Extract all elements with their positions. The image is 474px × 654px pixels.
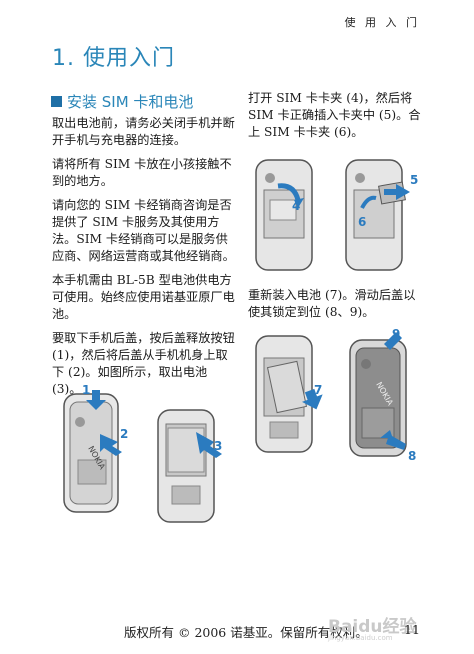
section-bullet-icon (51, 96, 62, 107)
figure-reinsert-battery: 7 (248, 332, 328, 456)
step-label-5: 5 (410, 173, 418, 187)
paragraph-remove-cover: 要取下手机后盖，按后盖释放按钮 (1)，然后将后盖从手机机身上取下 (2)。如图… (52, 331, 235, 396)
paragraph-power-off: 取出电池前，请务必关闭手机并断开手机与充电器的连接。 (52, 116, 235, 147)
step-label-3: 3 (214, 439, 222, 453)
figure-remove-back-cover: NOKIA 1 2 (56, 382, 136, 518)
figure-insert-sim: 5 6 (340, 156, 424, 274)
paragraph-battery-type: 本手机需由 BL-5B 型电池供电方可使用。始终应使用诺基亚原厂电池。 (52, 273, 235, 321)
step-label-6: 6 (358, 215, 366, 229)
step-label-8: 8 (408, 449, 416, 463)
page-number: 11 (404, 622, 420, 637)
running-header: 使 用 入 门 (344, 16, 420, 29)
figure-open-sim-holder: 4 (248, 156, 328, 274)
copyright-footer: 版权所有 © 2006 诺基亚。保留所有权利。 (124, 625, 368, 640)
section-title: 安装 SIM 卡和电池 (67, 93, 194, 111)
left-column: 取出电池前，请务必关闭手机并断开手机与充电器的连接。 请将所有 SIM 卡放在小… (52, 115, 238, 405)
step-label-4: 4 (292, 199, 300, 213)
paragraph-sim-holder: 打开 SIM 卡卡夹 (4)，然后将 SIM 卡正确插入卡夹中 (5)。合上 S… (248, 90, 423, 148)
sim-holder-text: 打开 SIM 卡卡夹 (4)，然后将 SIM 卡正确插入卡夹中 (5)。合上 S… (248, 91, 421, 139)
step-label-1: 1 (82, 383, 90, 397)
watermark: Baidu经验 jingyan.baidu.com (328, 612, 417, 642)
figure-slide-cover: NOKIA 9 8 (344, 326, 428, 466)
chapter-title: 1. 使用入门 (52, 46, 175, 71)
watermark-url: jingyan.baidu.com (328, 634, 393, 642)
step-label-9: 9 (392, 327, 400, 341)
paragraph-sim-dealer: 请向您的 SIM 卡经销商咨询是否提供了 SIM 卡服务及其使用方法。SIM 卡… (52, 198, 235, 263)
figure-remove-battery: 3 (152, 406, 232, 526)
watermark-text: Baidu经验 (328, 617, 417, 637)
section-heading: 安装 SIM 卡和电池 (51, 91, 193, 112)
paragraph-reinsert-battery: 重新装入电池 (7)。滑动后盖以使其锁定到位 (8、9)。 (248, 287, 423, 328)
step-label-2: 2 (120, 427, 128, 441)
reinsert-battery-text: 重新装入电池 (7)。滑动后盖以使其锁定到位 (8、9)。 (248, 288, 416, 319)
paragraph-child-safety: 请将所有 SIM 卡放在小孩接触不到的地方。 (52, 157, 232, 188)
step-label-7: 7 (314, 383, 322, 397)
